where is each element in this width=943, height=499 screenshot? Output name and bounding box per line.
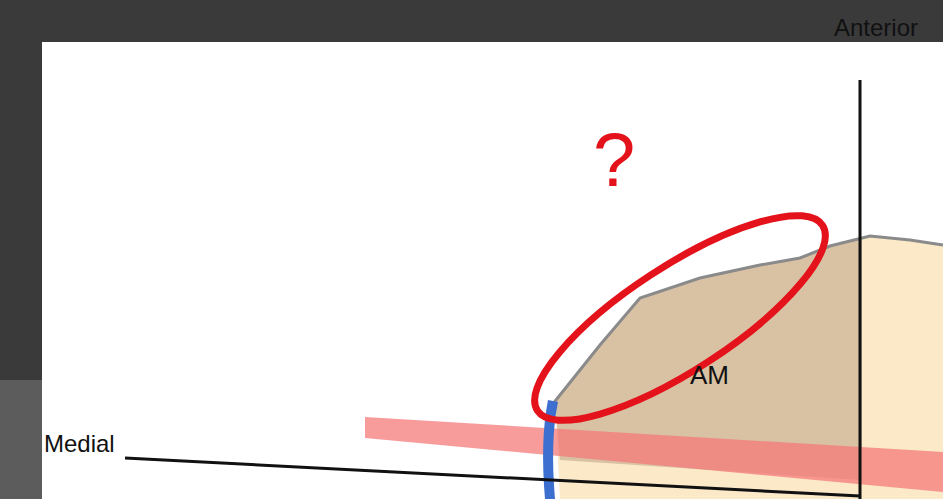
frame-lower [0, 380, 42, 499]
question-mark: ? [593, 122, 635, 198]
highlight-ellipse [509, 182, 851, 454]
region-label: AM [690, 362, 729, 388]
medial-axis [125, 458, 860, 496]
anterior-axis [859, 80, 862, 499]
panel [42, 42, 943, 499]
bone-outline [548, 236, 943, 410]
axis-label: Anterior [834, 16, 918, 40]
red-wedge [365, 417, 943, 492]
axis-label: Medial [44, 432, 115, 456]
